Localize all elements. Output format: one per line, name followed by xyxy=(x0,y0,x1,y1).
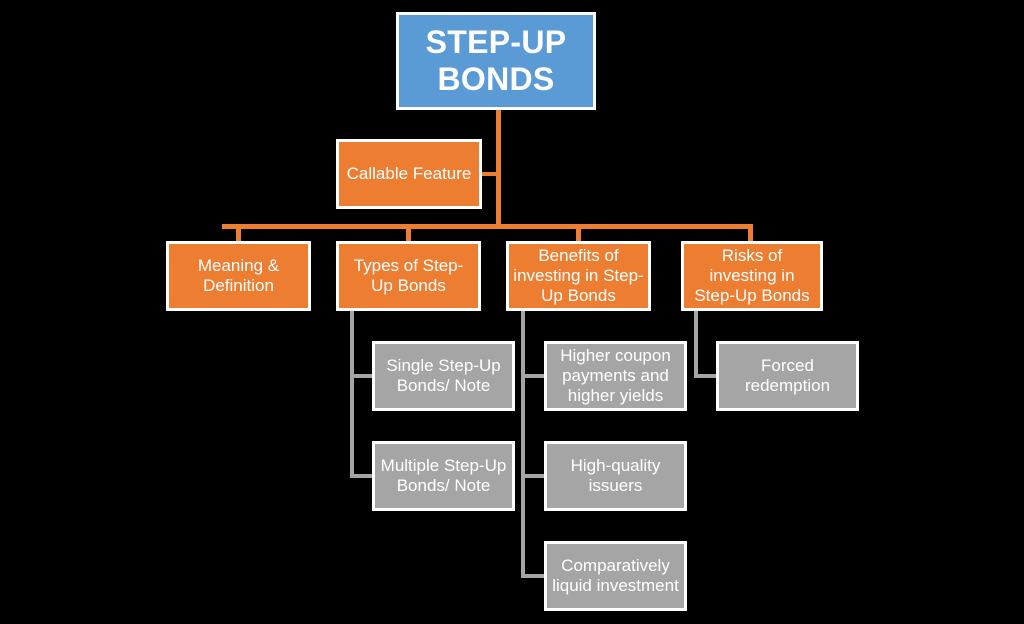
node-callable-feature[interactable]: Callable Feature xyxy=(336,139,482,209)
connector-benefits-child-1 xyxy=(521,374,546,378)
node-higher-coupon-payments-label: Higher coupon payments and higher yields xyxy=(560,346,671,405)
connector-drop-risks xyxy=(748,224,753,244)
node-comparatively-liquid-investment-label: Comparatively liquid investment xyxy=(552,556,679,595)
node-high-quality-issuers-label: High-quality issuers xyxy=(570,456,661,495)
connector-drop-benefits xyxy=(576,224,581,244)
node-benefits-of-investing[interactable]: Benefits of investing in Step-Up Bonds xyxy=(506,241,651,311)
connector-callable-stub xyxy=(480,172,500,176)
connector-benefits-child-3 xyxy=(521,574,546,578)
node-comparatively-liquid-investment[interactable]: Comparatively liquid investment xyxy=(544,541,687,611)
connector-drop-meaning xyxy=(236,224,241,244)
node-multiple-step-up-bonds-note[interactable]: Multiple Step-Up Bonds/ Note xyxy=(372,441,515,511)
node-forced-redemption-label: Forced redemption xyxy=(744,356,831,395)
node-higher-coupon-payments[interactable]: Higher coupon payments and higher yields xyxy=(544,341,687,411)
connector-root-stem xyxy=(496,108,501,228)
connector-types-trunk xyxy=(350,311,354,478)
node-high-quality-issuers[interactable]: High-quality issuers xyxy=(544,441,687,511)
node-single-step-up-bonds-note-label: Single Step-Up Bonds/ Note xyxy=(386,356,501,395)
node-callable-feature-label: Callable Feature xyxy=(346,164,472,184)
node-root-step-up-bonds[interactable]: STEP-UP BONDS xyxy=(396,12,596,110)
connector-types-child-2 xyxy=(350,474,374,478)
node-single-step-up-bonds-note[interactable]: Single Step-Up Bonds/ Note xyxy=(372,341,515,411)
node-types-of-step-up-bonds[interactable]: Types of Step-Up Bonds xyxy=(336,241,481,311)
node-benefits-of-investing-label: Benefits of investing in Step-Up Bonds xyxy=(513,246,644,305)
connector-benefits-child-2 xyxy=(521,474,546,478)
node-risks-of-investing[interactable]: Risks of investing in Step-Up Bonds xyxy=(681,241,823,311)
connector-benefits-trunk xyxy=(521,311,525,578)
node-types-of-step-up-bonds-label: Types of Step-Up Bonds xyxy=(353,256,464,295)
connector-root-bus xyxy=(222,224,752,229)
node-meaning-definition-label: Meaning & Definition xyxy=(197,256,280,295)
connector-drop-types xyxy=(406,224,411,244)
connector-types-child-1 xyxy=(350,374,374,378)
connector-risks-child-1 xyxy=(694,374,718,378)
node-root-label: STEP-UP BONDS xyxy=(425,23,567,97)
connector-risks-trunk xyxy=(694,311,698,378)
node-meaning-definition[interactable]: Meaning & Definition xyxy=(166,241,311,311)
node-risks-of-investing-label: Risks of investing in Step-Up Bonds xyxy=(694,246,810,305)
node-forced-redemption[interactable]: Forced redemption xyxy=(716,341,859,411)
node-multiple-step-up-bonds-note-label: Multiple Step-Up Bonds/ Note xyxy=(380,456,507,495)
